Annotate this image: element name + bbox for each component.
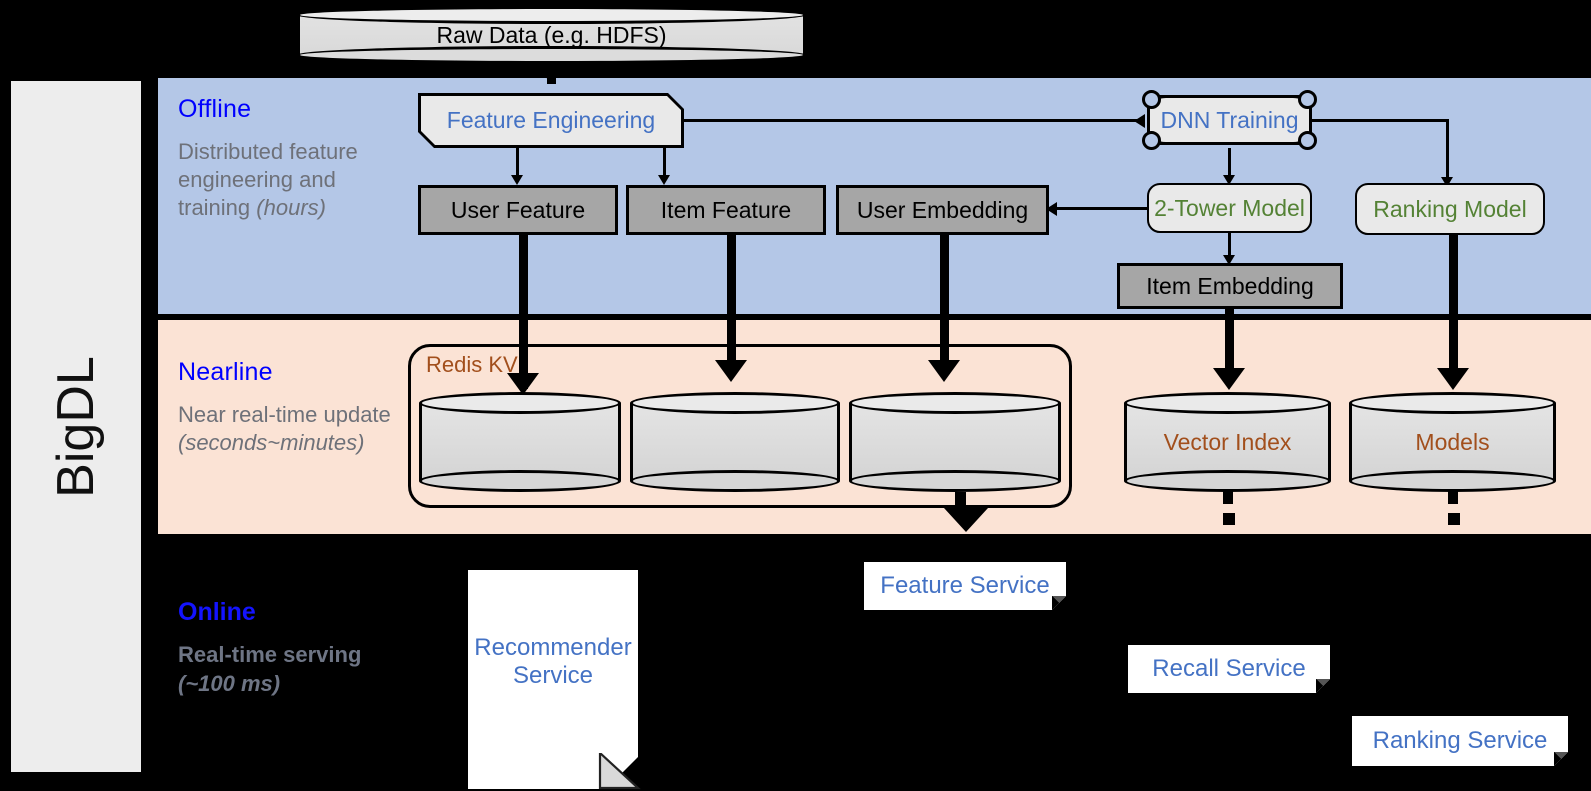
redis-cylinder-user-feature bbox=[419, 392, 621, 492]
arrowhead-itemfeature-redis bbox=[715, 360, 747, 382]
pipe-rankingmodel-models bbox=[1449, 235, 1458, 383]
ranking-model-label: Ranking Model bbox=[1373, 195, 1527, 222]
item-embedding-label: Item Embedding bbox=[1146, 272, 1314, 299]
pipe-userembedding-redis bbox=[940, 235, 949, 375]
ranking-model-box[interactable]: Ranking Model bbox=[1355, 183, 1545, 235]
item-feature-box[interactable]: Item Feature bbox=[626, 185, 826, 235]
connector-dnn-twotower bbox=[1228, 148, 1231, 178]
arrowhead-dnn-twotower bbox=[1223, 175, 1235, 185]
raw-data-label: Raw Data (e.g. HDFS) bbox=[436, 21, 667, 48]
nearline-description-emphasis: (seconds~minutes) bbox=[178, 430, 365, 456]
arrowhead-fe-dnn bbox=[1134, 114, 1145, 128]
redis-kv-label: Redis KV bbox=[426, 352, 518, 377]
online-description: Real-time serving (~100 ms) bbox=[178, 641, 408, 698]
connector-dnn-ranking-h bbox=[1312, 119, 1449, 122]
raw-data-cylinder: Raw Data (e.g. HDFS) bbox=[297, 6, 806, 64]
connector-twotower-itemembedding bbox=[1228, 233, 1231, 261]
stub-redis-featureservice bbox=[955, 492, 966, 508]
feature-service-box[interactable]: Feature Service bbox=[864, 562, 1066, 610]
user-embedding-box[interactable]: User Embedding bbox=[836, 185, 1049, 235]
online-description-text: Real-time serving bbox=[178, 642, 362, 667]
recommender-service-line1: Recommender bbox=[474, 634, 632, 661]
offline-description: Distributed feature engineering and trai… bbox=[178, 138, 408, 222]
item-feature-label: Item Feature bbox=[660, 196, 792, 223]
feature-engineering-label: Feature Engineering bbox=[421, 96, 681, 145]
recall-service-fold-icon bbox=[1316, 679, 1330, 693]
nearline-title: Nearline bbox=[178, 358, 273, 386]
user-embedding-label: User Embedding bbox=[856, 196, 1029, 223]
arrowhead-rawdata-fe bbox=[535, 62, 567, 84]
stub-vectorindex-2 bbox=[1223, 513, 1235, 525]
recommender-service-line2: Service bbox=[512, 662, 594, 690]
nearline-caption: Nearline Near real-time update (seconds~… bbox=[178, 358, 413, 457]
offline-description-emphasis: (hours) bbox=[256, 195, 326, 221]
arrowhead-twotower-userembedding bbox=[1046, 202, 1057, 216]
arrowhead-fe-itemfeature bbox=[658, 175, 670, 185]
stub-models-1 bbox=[1448, 490, 1458, 504]
arrowhead-fe-userfeature bbox=[511, 175, 523, 185]
pipe-userfeature-redis bbox=[519, 235, 528, 389]
vector-index-label: Vector Index bbox=[1163, 428, 1292, 455]
recommender-service-label: Recommender Service bbox=[468, 634, 638, 691]
bigdl-rail: BigDL bbox=[8, 78, 144, 775]
dnn-training-label: DNN Training bbox=[1150, 98, 1309, 142]
online-description-emphasis: (~100 ms) bbox=[178, 670, 281, 696]
arrowhead-twotower-itemembedding bbox=[1223, 255, 1235, 265]
recall-service-label: Recall Service bbox=[1152, 654, 1306, 682]
feature-engineering-box[interactable]: Feature Engineering bbox=[418, 93, 684, 148]
ranking-service-fold-icon bbox=[1554, 752, 1568, 766]
stub-vectorindex-1 bbox=[1223, 490, 1233, 504]
connector-dnn-ranking-v bbox=[1446, 119, 1449, 181]
connector-fe-userfeature bbox=[516, 148, 519, 178]
offline-title: Offline bbox=[178, 95, 252, 123]
pipe-itemembedding-vectorindex bbox=[1225, 309, 1234, 383]
feature-service-label: Feature Service bbox=[880, 571, 1050, 599]
online-title: Online bbox=[178, 598, 256, 626]
models-label: Models bbox=[1415, 428, 1490, 455]
arrowhead-itemembedding-vectorindex bbox=[1213, 368, 1245, 390]
nearline-description: Near real-time update (seconds~minutes) bbox=[178, 401, 413, 457]
recommender-service-box[interactable]: Recommender Service bbox=[468, 570, 638, 789]
pipe-itemfeature-redis bbox=[727, 235, 736, 375]
vector-index-cylinder[interactable]: Vector Index bbox=[1124, 392, 1331, 492]
feature-service-fold-icon bbox=[1052, 596, 1066, 610]
ranking-service-box[interactable]: Ranking Service bbox=[1352, 716, 1568, 766]
arrowhead-dnn-ranking bbox=[1441, 177, 1453, 187]
user-feature-box[interactable]: User Feature bbox=[418, 185, 618, 235]
offline-caption: Offline Distributed feature engineering … bbox=[178, 95, 408, 222]
arrowhead-userembedding-redis bbox=[928, 360, 960, 382]
redis-cylinder-user-embedding bbox=[849, 392, 1061, 492]
two-tower-model-box[interactable]: 2-Tower Model bbox=[1147, 183, 1312, 233]
cylinder-top bbox=[297, 6, 806, 24]
arrowhead-userfeature-redis bbox=[507, 373, 539, 395]
two-tower-model-label: 2-Tower Model bbox=[1154, 194, 1305, 221]
recall-service-box[interactable]: Recall Service bbox=[1128, 645, 1330, 693]
bigdl-label: BigDL bbox=[47, 355, 106, 498]
redis-kv-container bbox=[408, 344, 1072, 508]
user-feature-label: User Feature bbox=[450, 196, 586, 223]
connector-fe-dnn bbox=[684, 119, 1145, 122]
models-cylinder[interactable]: Models bbox=[1349, 392, 1556, 492]
arrowhead-redis-featureservice bbox=[944, 508, 988, 532]
ranking-service-label: Ranking Service bbox=[1372, 726, 1548, 754]
offline-description-text: Distributed feature engineering and trai… bbox=[178, 139, 358, 221]
item-embedding-box[interactable]: Item Embedding bbox=[1117, 263, 1343, 309]
stub-models-2 bbox=[1448, 513, 1460, 525]
online-caption: Online Real-time serving (~100 ms) bbox=[178, 598, 408, 698]
connector-fe-itemfeature bbox=[663, 148, 666, 178]
arrowhead-rankingmodel-models bbox=[1437, 368, 1469, 390]
connector-twotower-userembedding bbox=[1055, 207, 1147, 210]
dnn-training-box[interactable]: DNN Training bbox=[1142, 90, 1317, 150]
redis-cylinder-item-feature bbox=[630, 392, 840, 492]
nearline-description-text: Near real-time update bbox=[178, 402, 391, 427]
